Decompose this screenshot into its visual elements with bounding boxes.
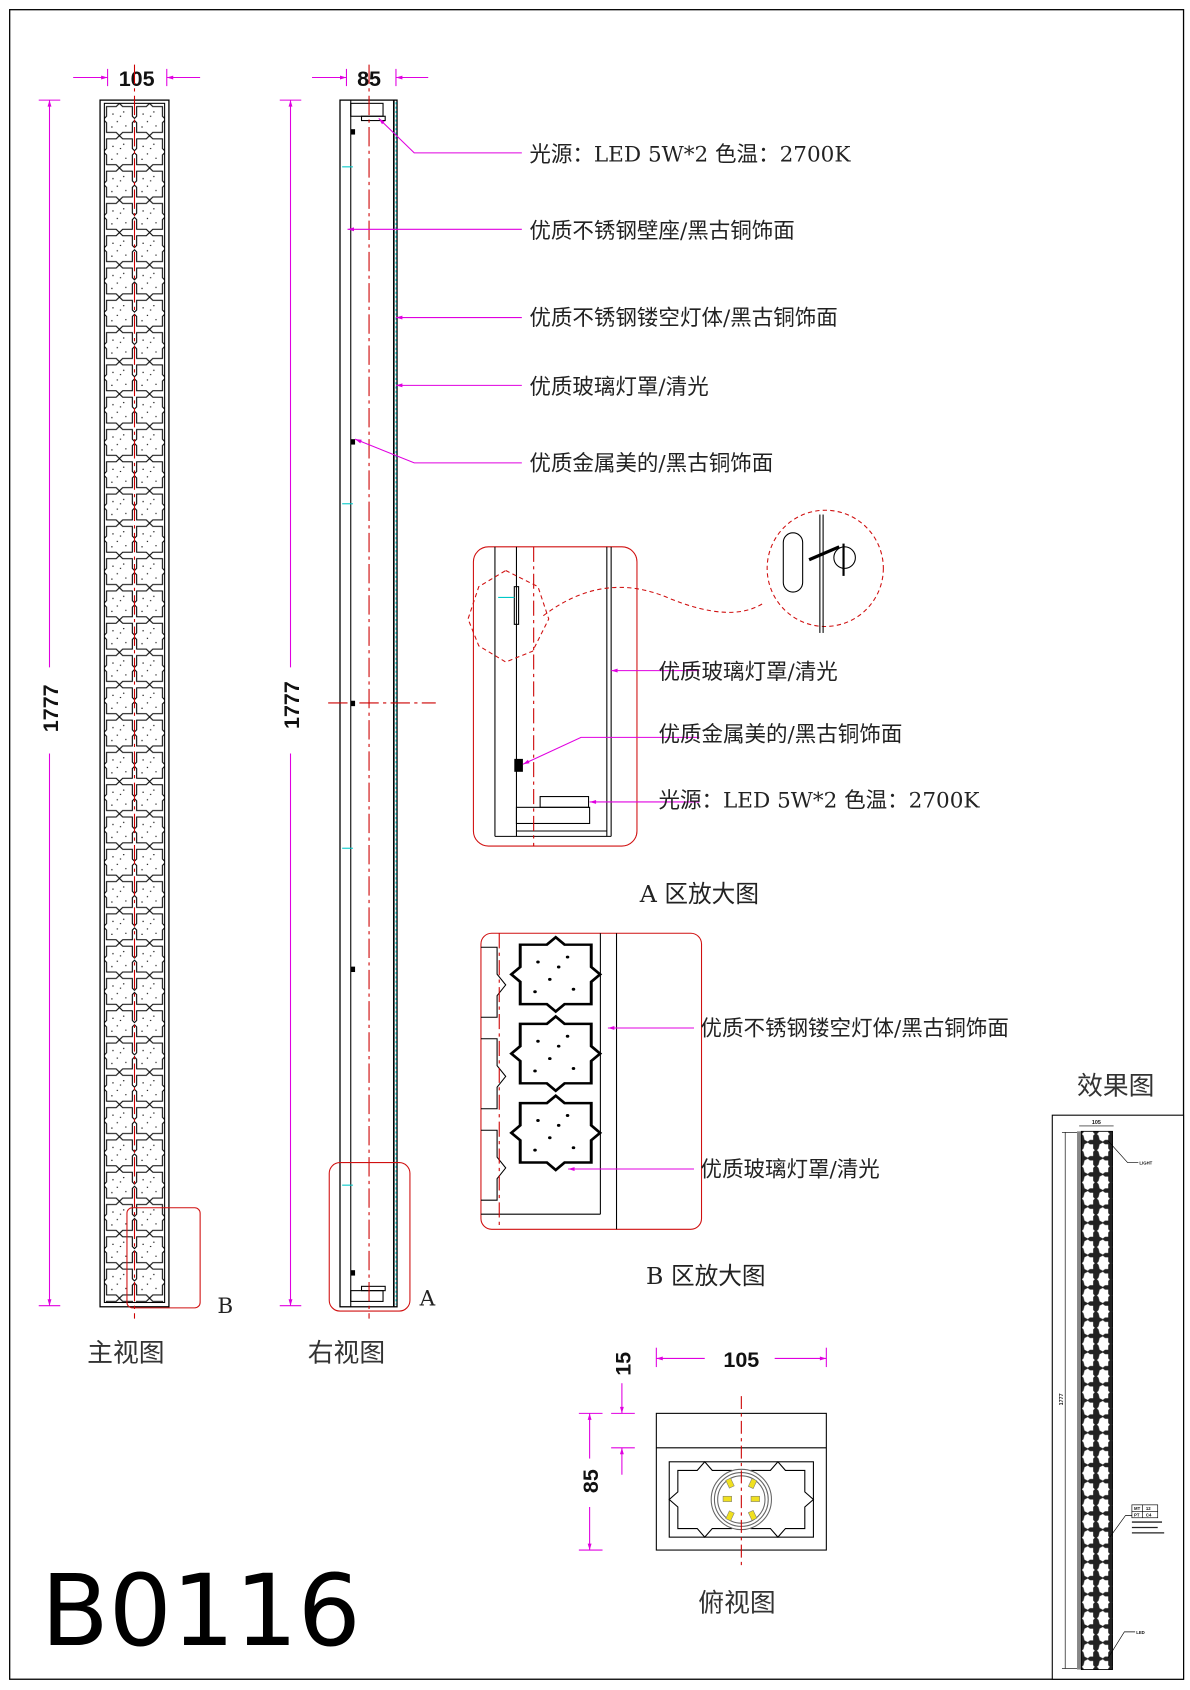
top-offset-dim: 15 [612,1352,636,1376]
side-callout-metal: 优质金属美的/黑古铜饰面 [529,451,773,476]
side-callout-led: 光源：LED 5W*2 色温：2700K [529,142,851,167]
effect-tag-mt: MT [1134,1506,1141,1511]
detail-b-frame [126,1207,201,1309]
detail-a: 优质玻璃灯罩/清光 优质金属美的/黑古铜饰面 光源：LED 5W*2 色温：27… [467,509,980,908]
effect-view: 效果图 1777 105 LIGHT LED MT 12 PT C4 [1051,1072,1185,1680]
effect-tag-mt-val: 12 [1146,1506,1151,1511]
side-callout-body: 优质不锈钢镂空灯体/黑古铜饰面 [529,306,837,331]
top-view-title: 俯视图 [698,1588,775,1618]
effect-height-dim: 1777 [1059,1393,1065,1405]
effect-callout-led: LED [1136,1630,1145,1635]
effect-width-dim: 105 [1092,1120,1101,1126]
side-callout-glass: 优质玻璃灯罩/清光 [529,375,708,400]
detail-a-callout-led: 光源：LED 5W*2 色温：2700K [658,788,980,813]
detail-b-callout-glass: 优质玻璃灯罩/清光 [700,1158,879,1183]
detail-b-title: B 区放大图 [646,1262,766,1290]
detail-a-callout-metal: 优质金属美的/黑古铜饰面 [658,723,902,748]
sheet-border [9,9,1185,1680]
side-view-title: 右视图 [308,1339,385,1369]
side-height-dim: 1777 [280,681,304,729]
side-detail-marker: A [419,1287,436,1312]
model-code: B0116 [41,1554,361,1669]
front-width-dim: 105 [119,67,155,91]
effect-tag-pt-val: C4 [1146,1513,1152,1518]
front-height-dim: 1777 [39,684,63,732]
detail-a-callout-glass: 优质玻璃灯罩/清光 [658,660,837,685]
detail-b-callout-body: 优质不锈钢镂空灯体/黑古铜饰面 [700,1017,1008,1042]
detail-b: 优质不锈钢镂空灯体/黑古铜饰面 优质玻璃灯罩/清光 B 区放大图 [480,932,1009,1290]
top-view: 105 85 15 俯视图 [578,1347,827,1618]
front-view: 105 1777 B 主视图 [38,64,233,1369]
effect-view-title: 效果图 [1077,1072,1154,1102]
side-callout-wall-base: 优质不锈钢壁座/黑古铜饰面 [529,219,794,244]
side-view: 85 1777 A 右视图 [279,64,851,1369]
detail-a-title: A 区放大图 [639,880,759,908]
top-width-dim: 105 [723,1348,759,1372]
detail-a-frame [328,1162,411,1312]
front-detail-marker: B [217,1294,233,1319]
effect-callout-light: LIGHT [1139,1161,1152,1166]
front-view-title: 主视图 [87,1339,164,1369]
effect-tag-pt: PT [1134,1513,1140,1518]
top-depth-dim: 85 [579,1469,603,1493]
